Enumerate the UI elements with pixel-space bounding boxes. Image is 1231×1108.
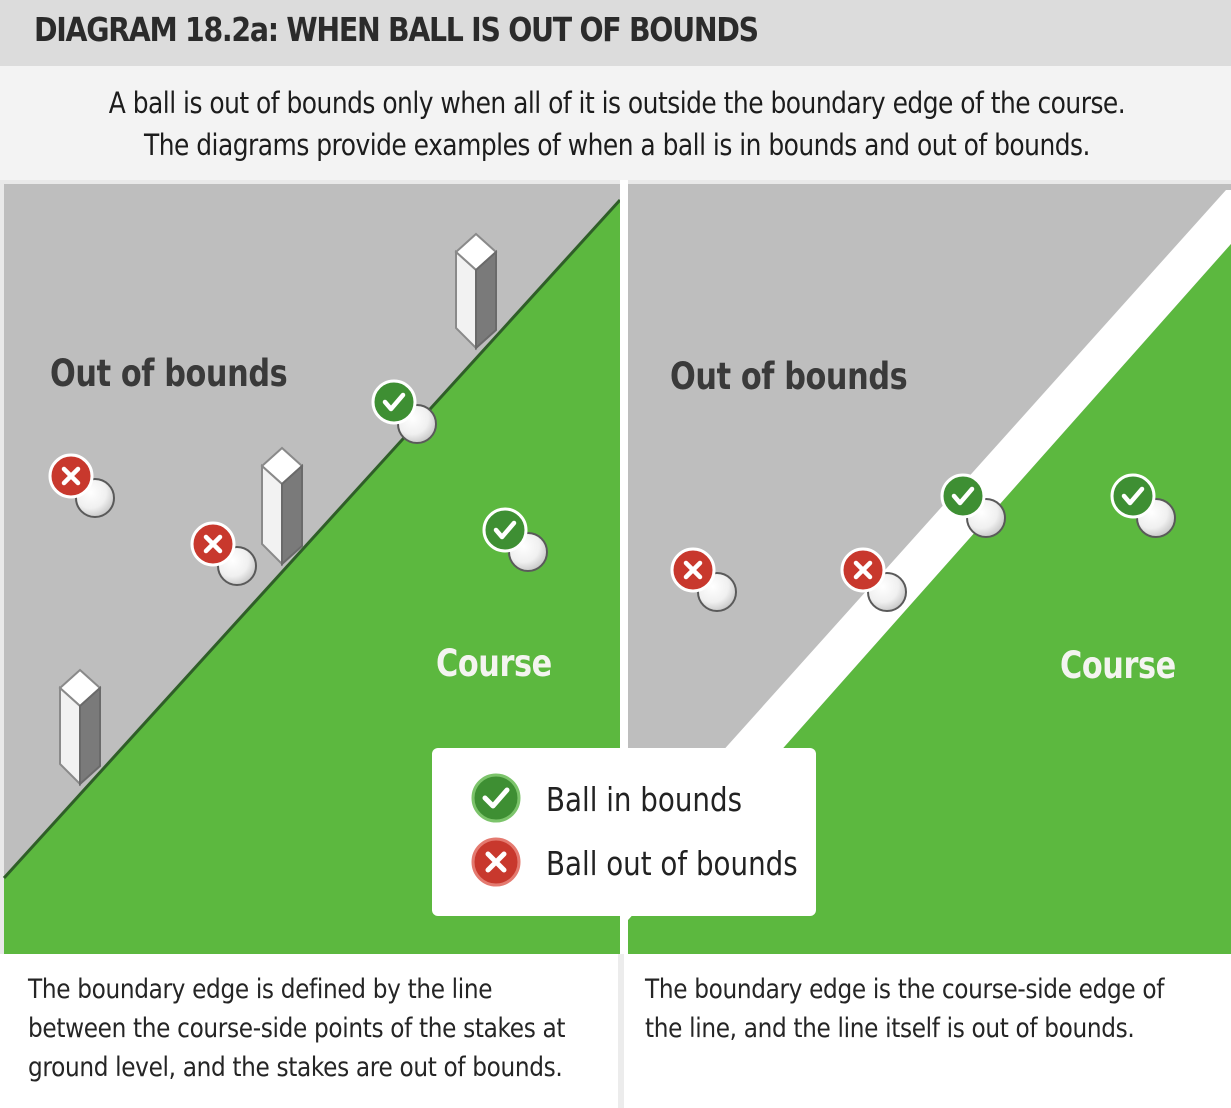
legend-row-out: Ball out of bounds	[432, 832, 816, 892]
title-bar: DIAGRAM 18.2a: WHEN BALL IS OUT OF BOUND…	[0, 0, 1231, 66]
check-badge-icon	[1110, 473, 1156, 519]
right-boundary-line	[720, 190, 1231, 754]
right-course-label: Course	[1060, 644, 1176, 687]
cross-badge-icon	[670, 547, 716, 593]
right-ball-in-edge	[940, 473, 1006, 538]
right-caption: The boundary edge is the course-side edg…	[645, 970, 1164, 1048]
right-ball-on-line	[840, 547, 907, 612]
right-caption-line: the line, and the line itself is out of …	[645, 1013, 1135, 1044]
stake-middle	[260, 446, 304, 567]
left-course-label: Course	[436, 642, 552, 685]
left-caption-line: between the course-side points of the st…	[28, 1013, 566, 1044]
right-caption-line: The boundary edge is the course-side edg…	[645, 974, 1165, 1005]
cross-badge-icon	[840, 547, 886, 593]
left-boundary-line	[2, 198, 622, 880]
stake-top	[454, 232, 498, 351]
left-ball-in-course	[482, 507, 548, 572]
legend-in-label: Ball in bounds	[546, 780, 743, 819]
diagram-title: DIAGRAM 18.2a: WHEN BALL IS OUT OF BOUND…	[34, 10, 759, 49]
check-badge-icon	[482, 507, 528, 553]
left-ball-out-2	[190, 521, 257, 586]
caption-separator	[618, 954, 624, 1108]
stake-bottom	[58, 668, 102, 787]
left-caption: The boundary edge is defined by the line…	[28, 970, 566, 1087]
left-ball-out-1	[48, 453, 115, 518]
right-ball-in-course	[1110, 473, 1176, 538]
right-out-of-bounds-label: Out of bounds	[670, 355, 908, 398]
cross-badge-icon	[48, 453, 94, 499]
legend-row-in: Ball in bounds	[432, 768, 816, 828]
check-badge-icon	[940, 473, 986, 519]
panel-divider	[620, 180, 628, 954]
captions-area: The boundary edge is defined by the line…	[0, 954, 1231, 1108]
left-caption-line: ground level, and the stakes are out of …	[28, 1052, 563, 1083]
cross-badge-icon	[471, 837, 521, 887]
left-caption-line: The boundary edge is defined by the line	[28, 974, 493, 1005]
cross-badge-icon	[190, 521, 236, 567]
intro-line-2: The diagrams provide examples of when a …	[143, 128, 1090, 162]
intro-band	[0, 66, 1231, 180]
legend: Ball in bounds Ball out of bounds	[432, 748, 816, 916]
intro-line-1: A ball is out of bounds only when all of…	[108, 86, 1126, 120]
legend-out-label: Ball out of bounds	[546, 844, 798, 883]
left-ball-in-edge	[371, 379, 437, 444]
right-ball-out-1	[670, 547, 737, 612]
check-badge-icon	[471, 773, 521, 823]
check-badge-icon	[371, 379, 417, 425]
left-out-of-bounds-label: Out of bounds	[50, 352, 288, 395]
